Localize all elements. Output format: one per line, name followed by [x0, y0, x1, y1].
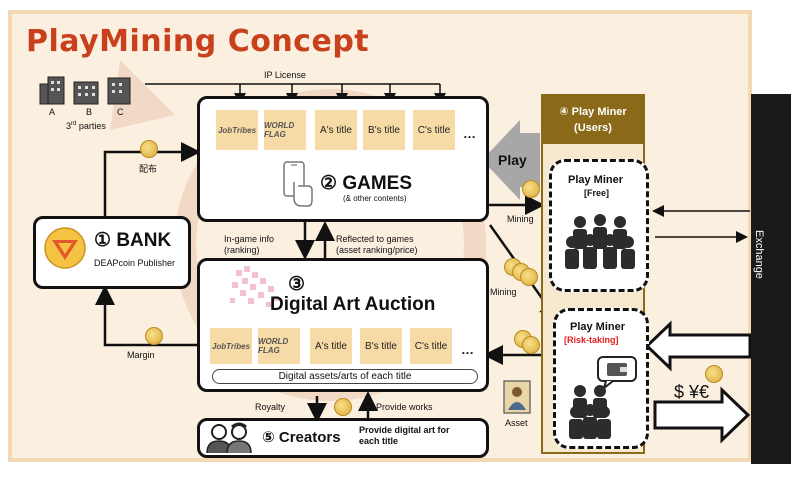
- auction-number: ③: [288, 274, 306, 295]
- auction-tile-a: A's title: [310, 328, 352, 364]
- margin-label: Margin: [127, 350, 155, 360]
- games-tile-jobtribes: JobTribes: [216, 110, 258, 150]
- auction-title: Digital Art Auction: [270, 294, 436, 315]
- third-parties-caption: 3rd parties: [66, 121, 106, 131]
- third-parties-buildings-icon: [39, 76, 131, 105]
- distribution-label: 配布: [139, 164, 158, 174]
- auction-tile-worldflag: WORLD FLAG: [258, 328, 300, 364]
- creators-people-icon: [206, 422, 252, 454]
- auction-tile-b: B's title: [360, 328, 402, 364]
- wallet-speech-icon: [597, 356, 637, 389]
- page-title: PlayMining Concept: [26, 24, 370, 59]
- coin-icon-royalty: [334, 398, 352, 416]
- games-subtitle: (& other contents): [343, 194, 407, 203]
- exchange-bar: [751, 94, 791, 464]
- in-game-info-label: In-game info(ranking): [224, 234, 275, 255]
- free-miner-group-icon: [565, 214, 635, 269]
- games-tile-c: C's title: [413, 110, 455, 150]
- coin-icon-distribution: [140, 140, 158, 158]
- auction-gavel-icon: [230, 266, 279, 307]
- coin-icon-mining-stack-3: [520, 268, 538, 286]
- ip-license-label: IP License: [264, 70, 306, 80]
- currency-label: $ ¥€: [674, 382, 710, 402]
- exchange-label: Exchange: [753, 230, 765, 279]
- asset-label: Asset: [505, 418, 528, 428]
- smartphone-hand-icon: [283, 161, 313, 207]
- party-a-label: A: [49, 107, 56, 117]
- games-heading: ② GAMES: [320, 173, 413, 194]
- coin-icon-stack-b: [522, 336, 540, 354]
- mining-label-top: Mining: [507, 214, 534, 224]
- users-header: ④ Play Miner(Users): [543, 96, 643, 144]
- party-c-label: C: [117, 107, 124, 117]
- auction-ellipsis: …: [461, 342, 474, 357]
- provide-works-label: Provide works: [376, 402, 433, 412]
- asset-card-icon: [503, 380, 531, 414]
- royalty-label: Royalty: [255, 402, 286, 412]
- reflected-label: Reflected to games(asset ranking/price): [336, 234, 418, 255]
- bank-subtitle: DEAPcoin Publisher: [94, 258, 176, 268]
- risk-miner-group-icon: [569, 385, 611, 439]
- games-tile-b: B's title: [363, 110, 405, 150]
- auction-tile-c: C's title: [410, 328, 452, 364]
- party-b-label: B: [86, 107, 93, 117]
- risk-miner-tag: [Risk-taking]: [564, 335, 619, 345]
- auction-tile-jobtribes: JobTribes: [210, 328, 252, 364]
- free-miner-tag: [Free]: [584, 188, 610, 198]
- digital-assets-bar: Digital assets/arts of each title: [212, 369, 478, 384]
- coin-icon-exchange: [705, 365, 723, 383]
- coin-icon-mining-top: [522, 180, 540, 198]
- creators-box: [197, 418, 489, 458]
- games-tile-a: A's title: [315, 110, 357, 150]
- mining-label-bottom: Mining: [490, 287, 517, 297]
- games-tile-worldflag: WORLD FLAG: [264, 110, 306, 150]
- free-miner-title: Play Miner: [568, 174, 624, 186]
- coin-icon-margin: [145, 327, 163, 345]
- bank-heading: ① BANK: [94, 230, 172, 251]
- risk-miner-title: Play Miner: [570, 321, 626, 333]
- deapcoin-logo-icon: [44, 227, 86, 269]
- creators-heading: ⑤ Creators: [262, 429, 341, 446]
- games-ellipsis: …: [463, 126, 476, 141]
- play-label: Play: [498, 152, 527, 168]
